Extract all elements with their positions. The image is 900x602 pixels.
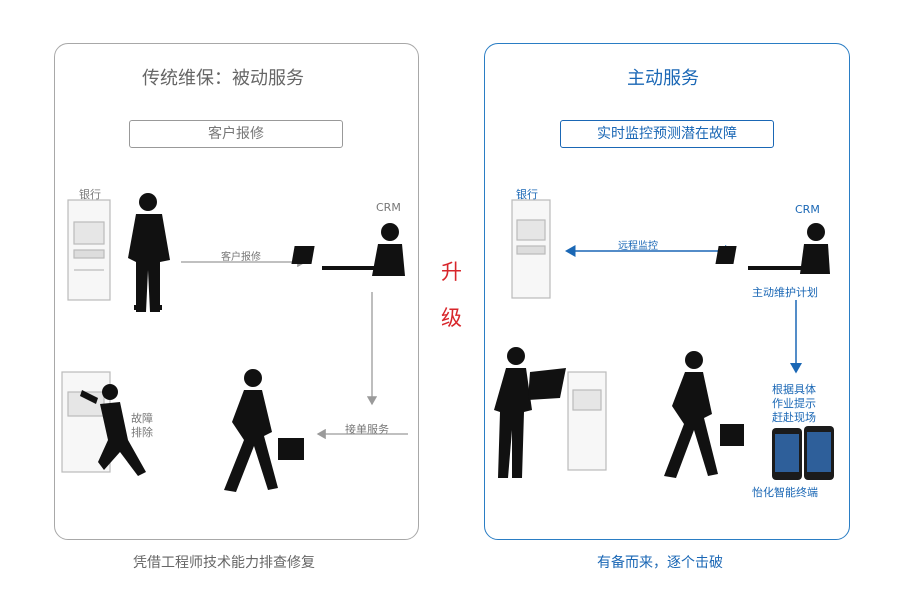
left-crm-operator-figure [291, 223, 405, 276]
right-engineer-walking-figure [664, 351, 744, 478]
left-atm-icon [67, 199, 111, 301]
right-caption: 有备而来，逐个击破 [597, 555, 723, 571]
smart-terminal-label: 怡化智能终端 [752, 486, 818, 499]
task-prompt-line-1: 根据具体 [772, 383, 816, 396]
customer-calling-figure [128, 193, 170, 312]
dispatch-arrow-label: 接单服务 [345, 423, 389, 436]
traditional-maintenance-panel [54, 43, 419, 540]
right-crm-label: CRM [795, 203, 820, 216]
left-panel-title: 传统维保：被动服务 [142, 68, 304, 89]
left-bank-label: 银行 [79, 188, 101, 201]
smart-terminal-icon [772, 426, 834, 480]
right-bank-label: 银行 [516, 188, 538, 201]
left-engineer-walking-figure [224, 369, 304, 492]
repair-label-line-1: 故障 [131, 412, 153, 425]
right-atm-service-icon [567, 371, 607, 471]
upgrade-label-bottom: 级 [441, 306, 462, 330]
right-header-box: 实时监控预测潜在故障 [560, 120, 774, 148]
right-crm-operator-figure [715, 223, 830, 274]
left-crm-label: CRM [376, 201, 401, 214]
repair-label-line-2: 排除 [131, 426, 153, 439]
engineer-reading-figure [494, 347, 566, 478]
left-header-box: 客户报修 [129, 120, 343, 148]
task-prompt-line-3: 赶赴现场 [772, 411, 816, 424]
task-prompt-line-2: 作业提示 [772, 397, 816, 410]
upgrade-label-top: 升 [441, 260, 462, 284]
left-caption: 凭借工程师技术能力排查修复 [133, 555, 315, 571]
call-arrow-label: 客户报修 [221, 252, 261, 263]
technician-kneeling-figure [80, 384, 146, 476]
right-panel-title: 主动服务 [627, 68, 699, 89]
proactive-service-panel [484, 43, 850, 540]
maintenance-plan-label: 主动维护计划 [752, 286, 818, 299]
right-atm-icon [511, 199, 551, 299]
